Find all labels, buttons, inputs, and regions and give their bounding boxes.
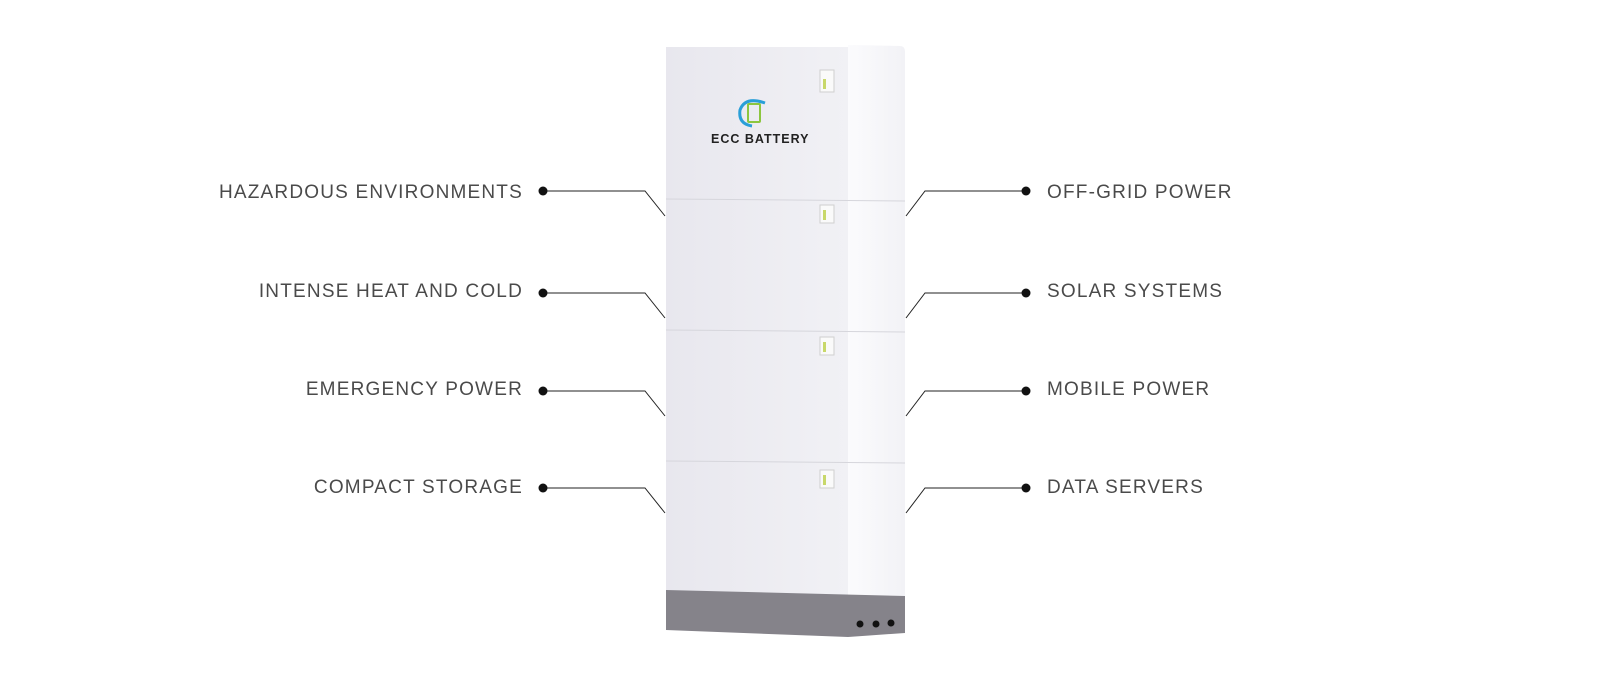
port-icons xyxy=(856,619,895,628)
module-seams xyxy=(665,198,906,464)
logo-icon xyxy=(738,99,766,128)
brand-logo-text: ECC BATTERY xyxy=(711,132,810,146)
leader-dots xyxy=(538,186,1031,493)
label-data-servers: DATA SERVERS xyxy=(1047,477,1204,498)
label-solar-systems: SOLAR SYSTEMS xyxy=(1047,281,1224,302)
label-compact-storage: COMPACT STORAGE xyxy=(313,477,523,498)
battery-stack xyxy=(665,45,906,637)
label-emergency-power: EMERGENCY POWER xyxy=(305,379,523,400)
label-off-grid-power: OFF-GRID POWER xyxy=(1047,182,1233,203)
leader-lines xyxy=(543,190,1026,514)
base xyxy=(666,590,905,637)
label-mobile-power: MOBILE POWER xyxy=(1047,379,1211,400)
label-intense-heat-and-cold: INTENSE HEAT AND COLD xyxy=(258,281,523,302)
label-hazardous-environments: HAZARDOUS ENVIRONMENTS xyxy=(218,182,523,203)
